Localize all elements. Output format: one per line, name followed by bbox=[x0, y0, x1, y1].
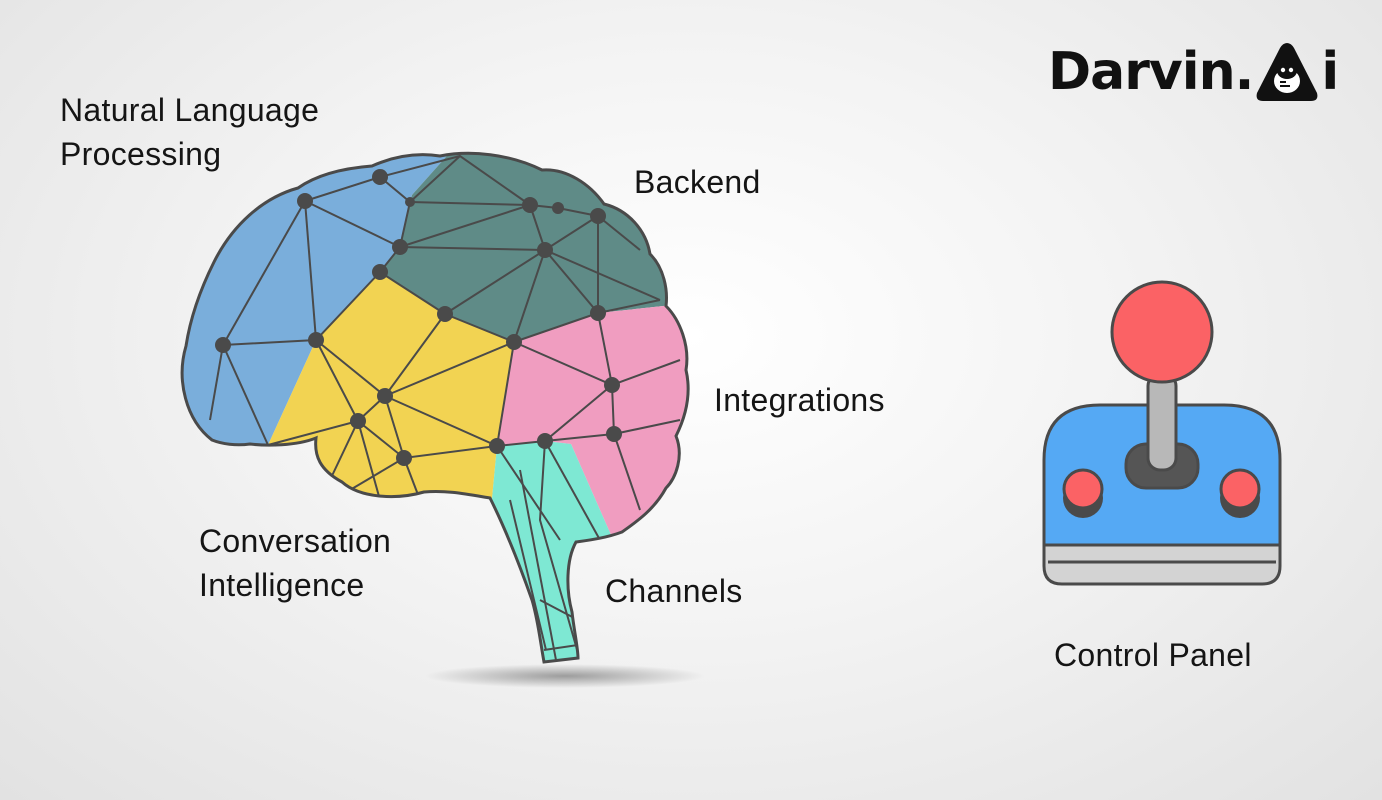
label-conversation-intelligence: Conversation Intelligence bbox=[199, 519, 391, 607]
label-conv-line-2: Intelligence bbox=[199, 567, 365, 603]
joystick-button-right bbox=[1219, 468, 1261, 518]
joystick-icon bbox=[1042, 280, 1282, 586]
brain-network-icon bbox=[180, 151, 690, 664]
joystick-ball bbox=[1110, 280, 1214, 384]
label-nlp-line-2: Processing bbox=[60, 136, 222, 172]
brand-name-tail: i bbox=[1321, 42, 1339, 102]
gorilla-triangle-icon bbox=[1257, 43, 1318, 101]
label-nlp-line-1: Natural Language bbox=[60, 92, 320, 128]
joystick-stick bbox=[1146, 372, 1178, 472]
brain-shadow bbox=[425, 664, 705, 688]
label-integrations: Integrations bbox=[714, 382, 885, 418]
brand-logo: Darvin. i bbox=[1048, 40, 1339, 104]
label-conv-line-1: Conversation bbox=[199, 523, 392, 559]
label-channels: Channels bbox=[605, 573, 743, 609]
label-natural-language-processing: Natural Language Processing bbox=[60, 88, 319, 176]
label-control-panel: Control Panel bbox=[1054, 637, 1252, 673]
joystick-button-left bbox=[1062, 468, 1104, 518]
label-backend: Backend bbox=[634, 164, 761, 200]
brand-name-main: Darvin. bbox=[1048, 42, 1254, 102]
